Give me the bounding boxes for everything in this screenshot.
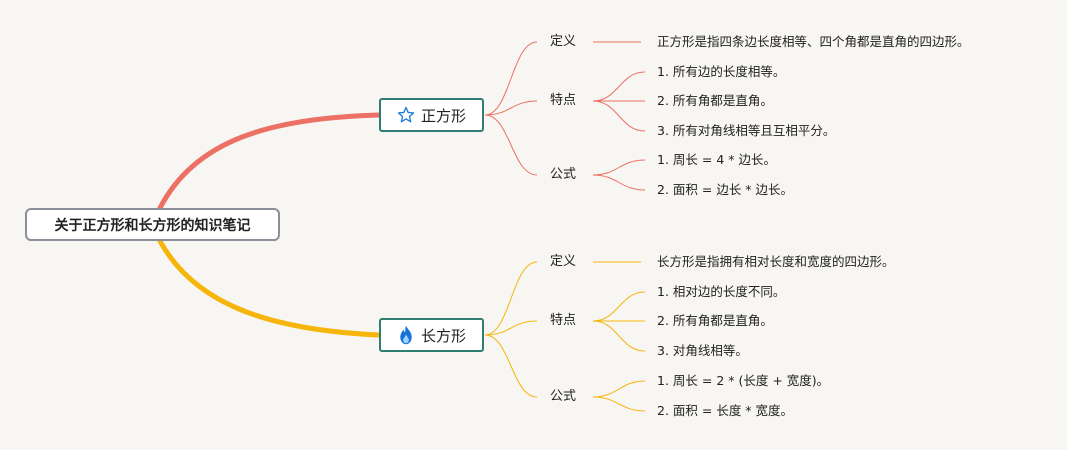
root-node[interactable]: 关于正方形和长方形的知识笔记 xyxy=(25,208,280,241)
rect-definition-label[interactable]: 定义 xyxy=(550,254,577,269)
branch-label: 长方形 xyxy=(420,326,466,345)
branch-node-rect[interactable]: 长方形 xyxy=(379,318,484,352)
rect-sublinks xyxy=(484,261,646,412)
square-definition-label[interactable]: 定义 xyxy=(550,34,577,49)
square-formulas-label[interactable]: 公式 xyxy=(550,167,577,182)
square-feature-item[interactable]: 2. 所有角都是直角。 xyxy=(657,93,773,108)
square-features-label[interactable]: 特点 xyxy=(550,93,577,108)
rect-feature-item[interactable]: 1. 相对边的长度不同。 xyxy=(657,284,786,299)
rect-formulas-label[interactable]: 公式 xyxy=(550,389,577,404)
square-feature-item[interactable]: 3. 所有对角线相等且互相平分。 xyxy=(657,123,836,138)
rect-feature-item[interactable]: 2. 所有角都是直角。 xyxy=(657,313,773,328)
rect-formula-item[interactable]: 1. 周长 = 2 * (长度 + 宽度)。 xyxy=(657,373,830,388)
branch-node-square[interactable]: 正方形 xyxy=(379,98,484,132)
square-feature-item[interactable]: 1. 所有边的长度相等。 xyxy=(657,64,786,79)
rect-formula-item[interactable]: 2. 面积 = 长度 * 宽度。 xyxy=(657,403,794,418)
square-formula-item[interactable]: 2. 面积 = 边长 * 边长。 xyxy=(657,182,794,197)
rect-definition-text[interactable]: 长方形是指拥有相对长度和宽度的四边形。 xyxy=(657,254,895,269)
fire-icon xyxy=(397,325,415,345)
branch-label: 正方形 xyxy=(420,106,466,125)
root-label: 关于正方形和长方形的知识笔记 xyxy=(54,217,251,234)
square-definition-text[interactable]: 正方形是指四条边长度相等、四个角都是直角的四边形。 xyxy=(657,34,970,49)
rect-features-label[interactable]: 特点 xyxy=(550,313,577,328)
branch-line-rect xyxy=(157,238,382,338)
rect-feature-item[interactable]: 3. 对角线相等。 xyxy=(657,343,748,358)
square-sublinks xyxy=(484,41,646,191)
square-formula-item[interactable]: 1. 周长 = 4 * 边长。 xyxy=(657,152,776,167)
branch-line-square xyxy=(157,112,382,211)
star-icon xyxy=(397,106,415,124)
